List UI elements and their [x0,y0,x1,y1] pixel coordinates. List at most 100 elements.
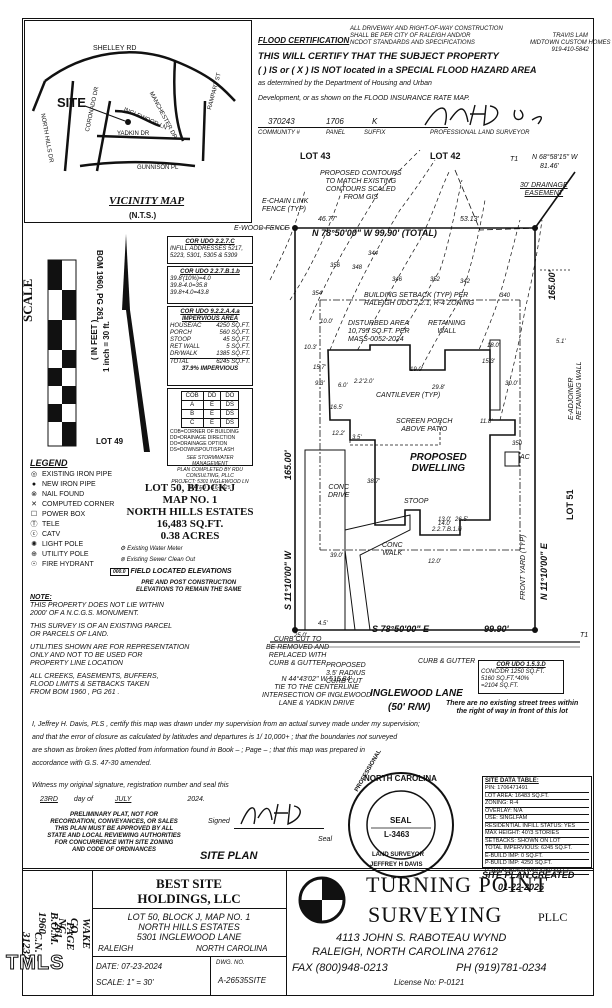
disturbed-area-note: DISTURBED AREA 10,795 SQ.FT. PER MASS-00… [348,320,410,343]
dimension-label: 6.0' [338,383,348,389]
dimension-label: 30.0' [505,381,518,387]
udo-setback-box: COR UDO 2.2.7.B.1.b 39.8'(10%)=4.0 39.8-… [167,266,253,304]
power-box-icon: ☐ [30,511,38,518]
legend-title: LEGEND [30,458,68,468]
conc-walk-label: CONC WALK [382,542,403,557]
bearing-ne: N 68°58'15" W [532,154,578,161]
stormwater-line: PROJECT: 5301 INGLEWOOD LN [171,479,249,485]
chain-fence-label: E-CHAIN LINK FENCE (TYP) [262,198,309,213]
surveyor-seal-stamp [348,772,454,878]
dimension-label: 9.3' [315,381,325,387]
legend-label: LIGHT POLE [42,541,84,548]
dimension-label: 356 [330,263,341,269]
dimension-label: 29.8' [432,385,445,391]
lot-42-label: LOT 42 [430,151,461,161]
fence-marks [260,227,570,271]
site-data-row: E-BUILD IMP: 0 SQ.FT. [485,853,589,860]
ac-label: AC [520,454,530,461]
legend-pre-post: PRE AND POST CONSTRUCTION ELEVATIONS TO … [136,580,242,593]
road-label: GUNNISON PL [137,165,179,171]
site-data-row: OVERLAY: N/A [485,808,589,815]
impervious-area: 4250 SQ.FT. [216,323,250,329]
retaining-wall [489,339,501,411]
surveyor-signature [424,104,542,126]
legend-label: UTILITY POLE [42,551,89,558]
site-plan-title: SITE PLAN [200,850,258,862]
site-data-row: SETBACKS: SHOWN ON LOT [485,838,589,845]
dist-bottom: 99.90' [484,624,509,634]
signed-label: Signed [208,818,230,825]
dist-5313: 53.13' [460,216,479,223]
road-label: YADKIN DR [117,131,150,137]
legend-list: ◎EXISTING IRON PIPE●NEW IRON PIPE⊗NAIL F… [30,470,150,570]
state-label: NORTH CAROLINA [196,944,268,953]
dimension-label: 350 [512,441,523,447]
cob-header: COB [180,391,204,401]
udo-driveway-box: COR UDO 1.5.3.D CONC/DR 1250 SQ.FT. 5160… [478,660,564,694]
impervious-area: 5 SQ.FT. [226,344,250,350]
cob-note: DD=DRAINAGE DIRECTION [170,435,236,441]
walkway [344,514,411,631]
dimension-label: 346 [392,277,403,283]
legend-field-elevations: 000.0 FIELD LOCATED ELEVATIONS [110,568,232,576]
bearing-bottom: S 78°50'00" E [372,624,430,634]
front-yard-label: FRONT YARD (TYP) [520,534,527,600]
setback-line [319,299,521,551]
flood-cert-line: as determined by the Department of Housi… [258,80,432,87]
cob-cell: B [180,409,204,419]
site-data-row: P-BUILD IMP: 4250 SQ.FT. [485,860,589,868]
dimension-label: 12.0' [428,559,441,565]
dimension-label: 342 [460,279,471,285]
legend-item: ☐POWER BOX [30,510,150,520]
dist-right-label: 165.00' [547,270,557,300]
lot-51-label: LOT 51 [565,489,575,520]
dimension-label: 2.2.7.B.1.iii [432,527,462,533]
dimension-label: 348 [352,265,363,271]
dimension-label: 5.1' [556,339,566,345]
dimension-label: 18.0' [487,343,500,349]
street-name: INGLEWOOD LANE [370,688,463,699]
cob-cell: E [202,400,222,410]
flood-label: PANEL [326,130,346,136]
cob-cell: E [202,418,222,428]
title-divider [92,870,93,996]
bearing-right-label: N 11°10'00" E [539,543,549,600]
dimension-label: 11.8' [480,419,493,425]
witness-line: Witness my original signature, registrat… [32,782,229,789]
stoop-label: STOOP [404,498,429,505]
company-logo-icon [298,876,346,924]
ac-pad [504,451,520,467]
dimension-label: 340 [500,293,511,299]
cantilever-outline [349,420,441,446]
title-divider [92,956,286,957]
flood-cert-title: FLOOD CERTIFICATION [258,36,350,45]
corner-markers [292,225,538,633]
company-address-1: 4113 JOHN S. RABOTEAU WYND [336,932,507,944]
dimension-label: 25.0' [294,633,307,639]
field-elevation-icon: 000.0 [110,568,129,576]
road-label: SHELLEY RD [93,45,137,52]
dimension-label: 15.7' [313,365,326,371]
legend-item: ⊗NAIL FOUND [30,490,150,500]
legend-label: TELE [42,521,60,528]
flood-label: SUFFIX [364,130,386,136]
cob-cell: A [180,400,204,410]
company-license: License No: P-0121 [394,978,465,987]
setback-note: BUILDING SETBACK (TYP) PER RALEIGH UDO 2… [364,292,475,307]
dimension-label: 10.3' [304,345,317,351]
legend-item: ✕COMPUTED CORNER [30,500,150,510]
dimension-label: 2.2' [354,379,364,385]
drainage-easement-label: 30' DRAINAGE EASEMENT [520,182,568,197]
seal-ring-top: NORTH CAROLINA [364,774,437,783]
impervious-type: PORCH [170,330,192,336]
signature [240,803,301,826]
contour-note: PROPOSED CONTOURS TO MATCH EXISTING CONT… [320,170,402,201]
dwelling-outline [327,344,516,536]
proposed-curb-note: PROPOSED 3.5' RADIUS CURB CUT [326,662,366,685]
existing-iron-pipe-icon: ◎ [30,471,38,478]
